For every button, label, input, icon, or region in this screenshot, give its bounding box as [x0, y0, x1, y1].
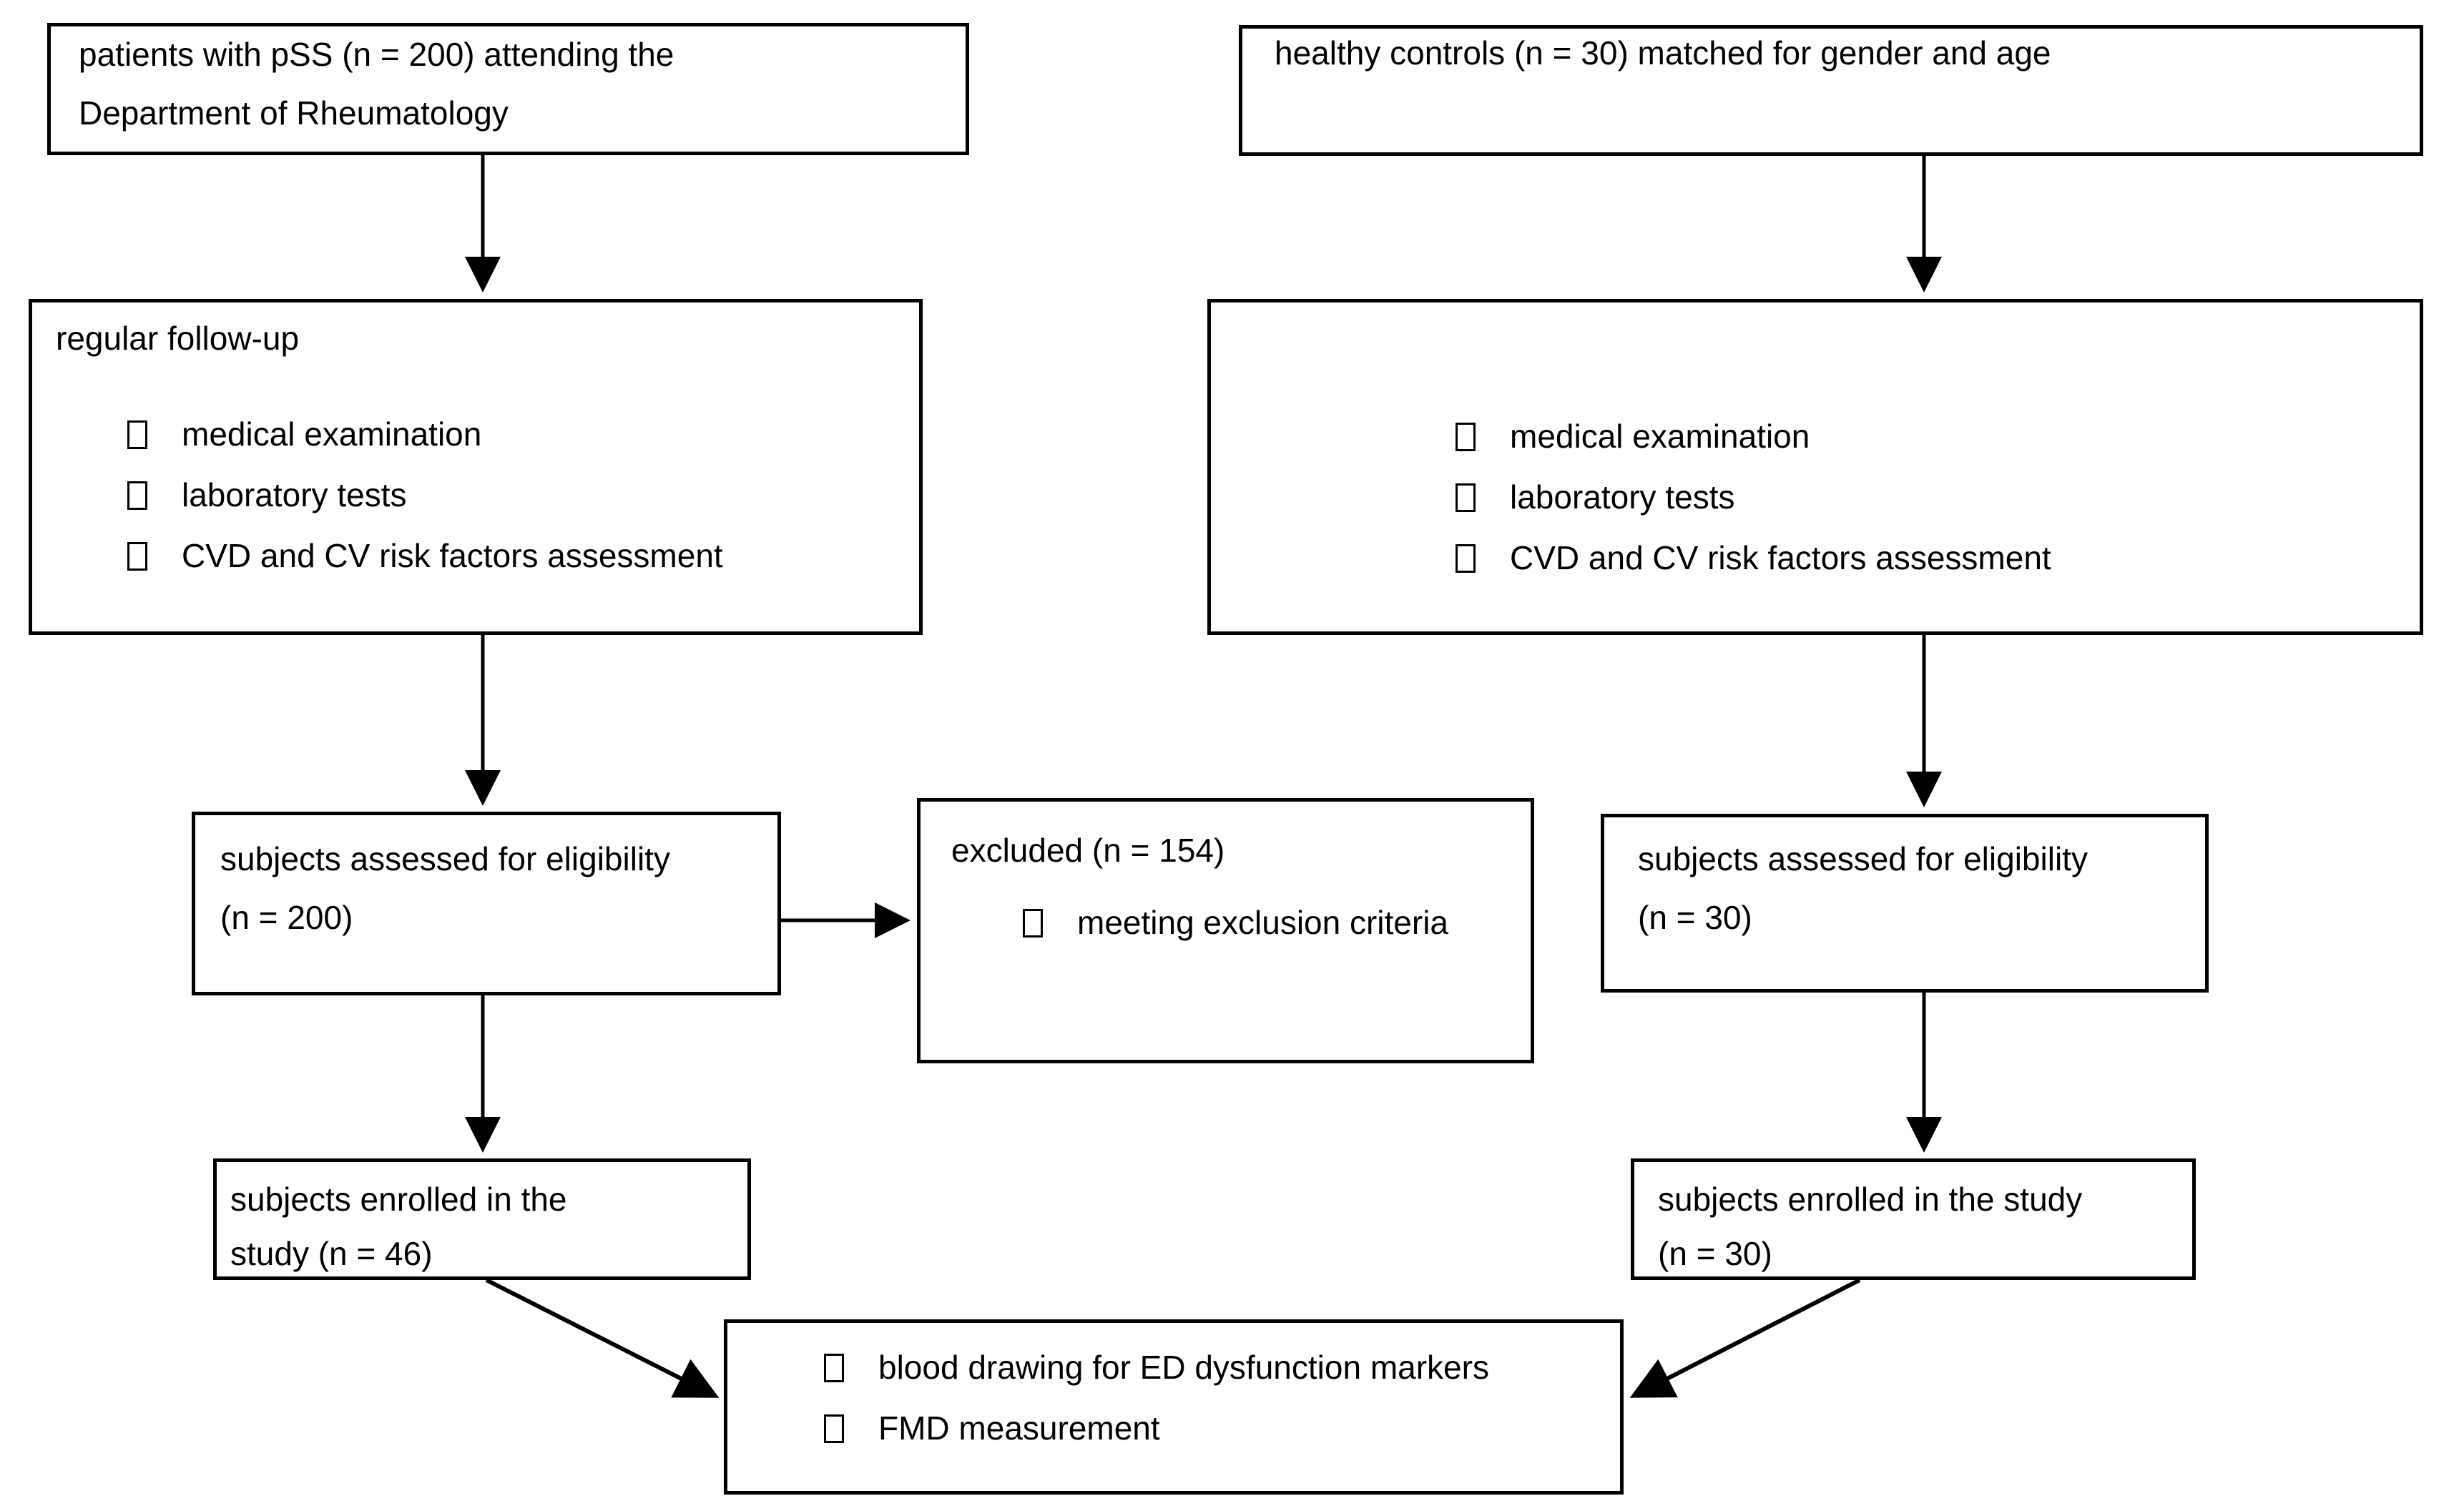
controls-eligibility-line1: subjects assessed for eligibility	[1638, 840, 2088, 877]
empty-square-bullet-icon	[127, 481, 147, 510]
empty-square-bullet-icon	[1456, 544, 1476, 573]
edge-controls-enrolled-to-measurements	[1629, 1278, 1861, 1398]
list-item[interactable]: CVD and CV risk factors assessment	[1456, 528, 2051, 589]
edge-patients-enrolled-to-measurements	[485, 1278, 720, 1398]
list-item[interactable]: meeting exclusion criteria	[1023, 892, 1448, 953]
list-item[interactable]: medical examination	[127, 404, 723, 465]
bullet-label: laboratory tests	[1510, 478, 1735, 516]
node-patients-enrolled[interactable]	[213, 1158, 751, 1280]
controls-eligibility-line2: (n = 30)	[1638, 899, 1752, 936]
patients-enrolled-line1: subjects enrolled in the	[230, 1181, 567, 1218]
bullet-label: FMD measurement	[878, 1409, 1160, 1447]
bullet-label: medical examination	[1510, 418, 1810, 455]
empty-square-bullet-icon	[824, 1354, 844, 1382]
empty-square-bullet-icon	[127, 542, 147, 571]
list-item[interactable]: blood drawing for ED dysfunction markers	[824, 1337, 1489, 1398]
controls-enrolled-line2: (n = 30)	[1658, 1235, 1772, 1272]
patients-source-line1: patients with pSS (n = 200) attending th…	[79, 36, 674, 73]
node-measurements[interactable]	[724, 1319, 1624, 1495]
bullet-label: medical examination	[182, 415, 482, 453]
patients-followup-heading: regular follow-up	[56, 320, 300, 357]
empty-square-bullet-icon	[1023, 909, 1043, 937]
empty-square-bullet-icon	[1456, 423, 1476, 451]
node-controls-enrolled[interactable]	[1631, 1158, 2196, 1280]
empty-square-bullet-icon	[824, 1414, 844, 1443]
node-controls-eligibility[interactable]	[1601, 814, 2209, 993]
controls-source-line1: healthy controls (n = 30) matched for ge…	[1275, 34, 2051, 72]
bullet-label: blood drawing for ED dysfunction markers	[878, 1349, 1489, 1386]
node-controls-followup[interactable]	[1207, 299, 2423, 635]
patients-eligibility-line2: (n = 200)	[220, 899, 353, 936]
patients-enrolled-line2: study (n = 46)	[230, 1235, 433, 1272]
bullet-label: laboratory tests	[182, 476, 407, 513]
node-patients-eligibility[interactable]	[192, 812, 781, 995]
excluded-heading: excluded (n = 154)	[951, 832, 1225, 869]
empty-square-bullet-icon	[127, 420, 147, 449]
list-item[interactable]: CVD and CV risk factors assessment	[127, 526, 723, 586]
node-controls-source[interactable]	[1239, 25, 2423, 156]
node-patients-followup[interactable]	[29, 299, 923, 635]
bullet-label: CVD and CV risk factors assessment	[1510, 539, 2051, 576]
list-item[interactable]: FMD measurement	[824, 1398, 1489, 1459]
bullet-label: meeting exclusion criteria	[1077, 904, 1449, 941]
excluded-bullet-list: meeting exclusion criteria	[1023, 892, 1448, 953]
controls-enrolled-line1: subjects enrolled in the study	[1658, 1181, 2083, 1218]
node-patients-source[interactable]	[47, 23, 969, 155]
measurements-bullet-list: blood drawing for ED dysfunction markers…	[824, 1337, 1489, 1459]
node-excluded[interactable]	[917, 798, 1534, 1063]
patients-source-line2: Department of Rheumatology	[79, 94, 509, 132]
list-item[interactable]: laboratory tests	[1456, 467, 2051, 528]
patients-followup-bullet-list: medical examination laboratory tests CVD…	[127, 404, 723, 586]
empty-square-bullet-icon	[1456, 483, 1476, 512]
controls-followup-bullet-list: medical examination laboratory tests CVD…	[1456, 406, 2051, 589]
list-item[interactable]: laboratory tests	[127, 465, 723, 526]
patients-eligibility-line1: subjects assessed for eligibility	[220, 840, 670, 877]
bullet-label: CVD and CV risk factors assessment	[182, 537, 723, 574]
list-item[interactable]: medical examination	[1456, 406, 2051, 467]
